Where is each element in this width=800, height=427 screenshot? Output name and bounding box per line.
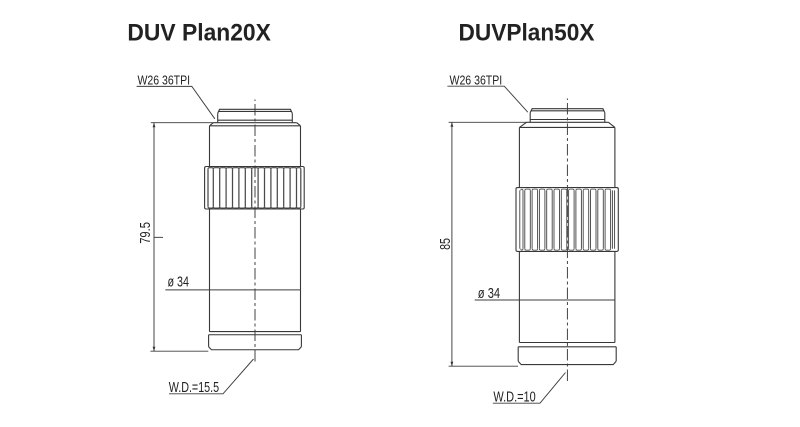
svg-text:DUVPlan50X: DUVPlan50X (459, 20, 596, 47)
svg-text:W.D.=10: W.D.=10 (493, 390, 535, 406)
svg-text:ø 34: ø 34 (478, 286, 500, 302)
svg-text:85: 85 (438, 238, 454, 250)
svg-text:ø 34: ø 34 (168, 275, 190, 291)
svg-text:W26 36TPI: W26 36TPI (138, 73, 191, 88)
svg-text:79.5: 79.5 (138, 222, 154, 244)
svg-text:W.D.=15.5: W.D.=15.5 (169, 380, 219, 396)
svg-text:W26 36TPI: W26 36TPI (450, 72, 503, 87)
svg-text:DUV Plan20X: DUV Plan20X (127, 20, 271, 47)
